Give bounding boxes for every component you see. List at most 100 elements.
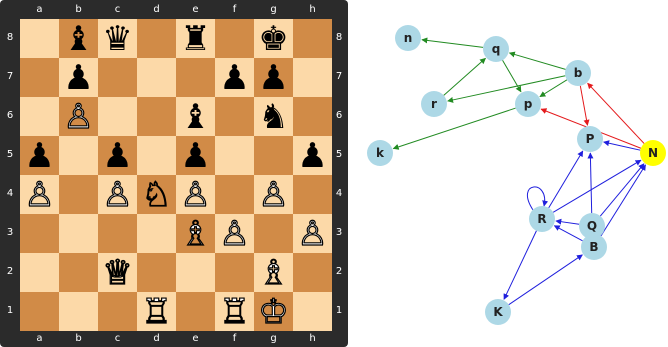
square-f4[interactable] — [215, 175, 254, 214]
square-e7[interactable] — [176, 58, 215, 97]
black-knight-g6[interactable]: ♞ — [258, 100, 288, 134]
graph-node-label-P: P — [586, 132, 595, 146]
square-h1[interactable] — [293, 292, 332, 331]
square-e3[interactable]: ♗ — [176, 214, 215, 253]
black-pawn-f7[interactable]: ♟ — [219, 61, 249, 95]
square-e5[interactable]: ♟ — [176, 136, 215, 175]
square-c4[interactable]: ♙ — [98, 175, 137, 214]
white-bishop-e3[interactable]: ♗ — [180, 217, 210, 251]
rank-label-7: 7 — [329, 71, 349, 82]
white-pawn-g4[interactable]: ♙ — [258, 178, 288, 212]
white-bishop-g2[interactable]: ♗ — [258, 256, 288, 290]
square-e8[interactable]: ♜ — [176, 19, 215, 58]
square-c5[interactable]: ♟ — [98, 136, 137, 175]
square-a5[interactable]: ♟ — [20, 136, 59, 175]
white-pawn-b6[interactable]: ♙ — [63, 100, 93, 134]
file-label-f: f — [215, 333, 254, 344]
white-pawn-a4[interactable]: ♙ — [24, 178, 54, 212]
square-d5[interactable] — [137, 136, 176, 175]
square-e6[interactable]: ♝ — [176, 97, 215, 136]
square-h6[interactable] — [293, 97, 332, 136]
black-pawn-h5[interactable]: ♟ — [297, 139, 327, 173]
rank-label-3: 3 — [329, 227, 349, 238]
square-f7[interactable]: ♟ — [215, 58, 254, 97]
black-king-g8[interactable]: ♚ — [258, 22, 288, 56]
square-c1[interactable] — [98, 292, 137, 331]
black-bishop-e6[interactable]: ♝ — [180, 100, 210, 134]
square-a3[interactable] — [20, 214, 59, 253]
white-queen-c2[interactable]: ♕ — [102, 256, 132, 290]
square-g3[interactable] — [254, 214, 293, 253]
square-a1[interactable] — [20, 292, 59, 331]
black-pawn-b7[interactable]: ♟ — [63, 61, 93, 95]
square-c7[interactable] — [98, 58, 137, 97]
square-d8[interactable] — [137, 19, 176, 58]
white-knight-d4[interactable]: ♘ — [141, 178, 171, 212]
square-c6[interactable] — [98, 97, 137, 136]
square-d1[interactable]: ♖ — [137, 292, 176, 331]
square-b1[interactable] — [59, 292, 98, 331]
black-pawn-g7[interactable]: ♟ — [258, 61, 288, 95]
white-king-g1[interactable]: ♔ — [258, 295, 288, 329]
square-e4[interactable]: ♙ — [176, 175, 215, 214]
white-pawn-h3[interactable]: ♙ — [297, 217, 327, 251]
square-b3[interactable] — [59, 214, 98, 253]
square-f1[interactable]: ♖ — [215, 292, 254, 331]
square-d4[interactable]: ♘ — [137, 175, 176, 214]
square-d6[interactable] — [137, 97, 176, 136]
square-c8[interactable]: ♛ — [98, 19, 137, 58]
graph-node-N: N — [640, 140, 666, 166]
white-pawn-c4[interactable]: ♙ — [102, 178, 132, 212]
square-f8[interactable] — [215, 19, 254, 58]
square-c2[interactable]: ♕ — [98, 253, 137, 292]
square-h5[interactable]: ♟ — [293, 136, 332, 175]
square-h3[interactable]: ♙ — [293, 214, 332, 253]
square-a2[interactable] — [20, 253, 59, 292]
square-b7[interactable]: ♟ — [59, 58, 98, 97]
square-b5[interactable] — [59, 136, 98, 175]
square-h4[interactable] — [293, 175, 332, 214]
square-a6[interactable] — [20, 97, 59, 136]
square-b8[interactable]: ♝ — [59, 19, 98, 58]
square-g2[interactable]: ♗ — [254, 253, 293, 292]
square-a4[interactable]: ♙ — [20, 175, 59, 214]
black-pawn-e5[interactable]: ♟ — [180, 139, 210, 173]
square-c3[interactable] — [98, 214, 137, 253]
square-g8[interactable]: ♚ — [254, 19, 293, 58]
white-rook-f1[interactable]: ♖ — [219, 295, 249, 329]
square-g7[interactable]: ♟ — [254, 58, 293, 97]
square-f6[interactable] — [215, 97, 254, 136]
square-f3[interactable]: ♙ — [215, 214, 254, 253]
square-f5[interactable] — [215, 136, 254, 175]
square-g5[interactable] — [254, 136, 293, 175]
black-bishop-b8[interactable]: ♝ — [63, 22, 93, 56]
square-d7[interactable] — [137, 58, 176, 97]
square-h7[interactable] — [293, 58, 332, 97]
square-f2[interactable] — [215, 253, 254, 292]
white-rook-d1[interactable]: ♖ — [141, 295, 171, 329]
square-b2[interactable] — [59, 253, 98, 292]
square-h8[interactable] — [293, 19, 332, 58]
graph-node-p: p — [515, 91, 541, 117]
square-e1[interactable] — [176, 292, 215, 331]
square-g1[interactable]: ♔ — [254, 292, 293, 331]
black-pawn-c5[interactable]: ♟ — [102, 139, 132, 173]
square-h2[interactable] — [293, 253, 332, 292]
black-pawn-a5[interactable]: ♟ — [24, 139, 54, 173]
square-d3[interactable] — [137, 214, 176, 253]
rank-label-2: 2 — [0, 266, 20, 277]
white-pawn-f3[interactable]: ♙ — [219, 217, 249, 251]
square-d2[interactable] — [137, 253, 176, 292]
square-b6[interactable]: ♙ — [59, 97, 98, 136]
square-g6[interactable]: ♞ — [254, 97, 293, 136]
square-a8[interactable] — [20, 19, 59, 58]
square-b4[interactable] — [59, 175, 98, 214]
black-queen-c8[interactable]: ♛ — [102, 22, 132, 56]
square-e2[interactable] — [176, 253, 215, 292]
black-rook-e8[interactable]: ♜ — [180, 22, 210, 56]
rank-label-5: 5 — [329, 149, 349, 160]
white-pawn-e4[interactable]: ♙ — [180, 178, 210, 212]
square-a7[interactable] — [20, 58, 59, 97]
square-g4[interactable]: ♙ — [254, 175, 293, 214]
file-label-d: d — [137, 333, 176, 344]
